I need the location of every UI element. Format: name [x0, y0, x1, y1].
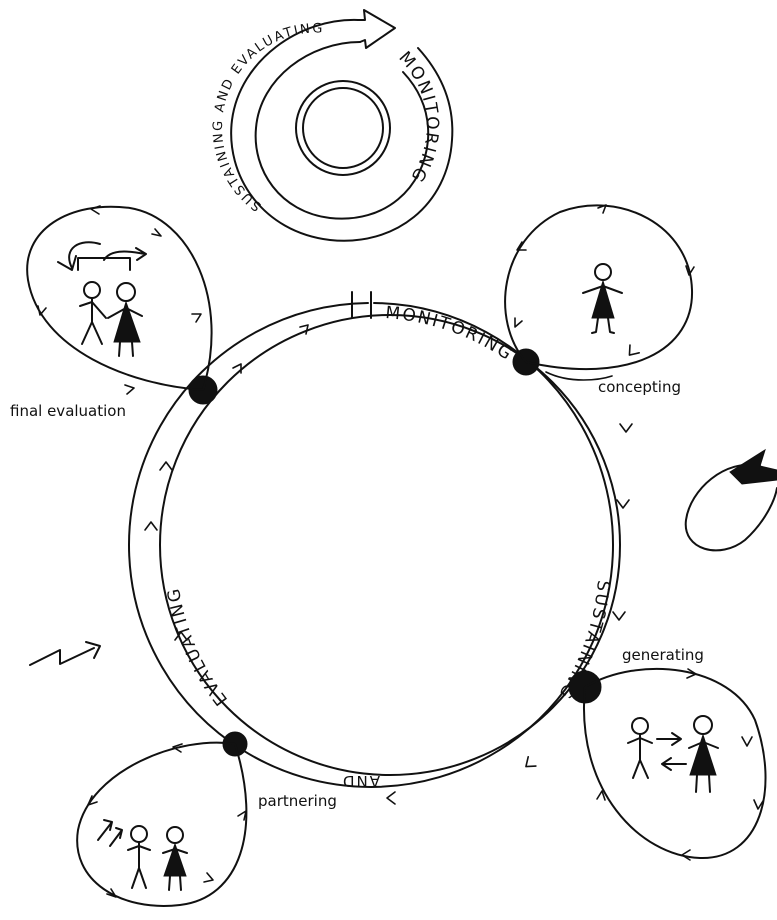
figure-head: [167, 827, 183, 843]
ring-arrow-4: [613, 612, 625, 620]
partial-loop-icon: [686, 450, 777, 550]
loop-partnering: [77, 743, 246, 906]
exchange-arrow-left: [662, 758, 686, 770]
figure-final-right: [108, 283, 142, 356]
figure-body: [80, 298, 106, 344]
emblem-center-ring-outer: [296, 81, 390, 175]
loop-final-evaluation: [27, 206, 211, 394]
label-and: AND: [341, 772, 380, 790]
ring-arrow-9: [160, 462, 172, 470]
figure-head: [595, 264, 611, 280]
label-generating: generating: [622, 646, 704, 664]
loop-final-evaluation-arrow-4: [38, 306, 46, 315]
loop-generating-arrow-4: [682, 850, 690, 860]
ring-arrow-3: [617, 500, 629, 508]
figure-body: [628, 734, 652, 778]
loop-concepting-arrow-4: [515, 318, 522, 327]
figure-generating-left: [628, 718, 652, 778]
figure-partnering-right: [163, 827, 187, 890]
loop-partnering-path: [77, 743, 246, 906]
loop-final-evaluation-arrow-2: [152, 229, 161, 236]
partial-loop-arrowhead: [730, 450, 777, 484]
emblem-arrow-head: [358, 10, 395, 48]
loop-generating-arrow-2: [742, 737, 752, 746]
loop-partnering-arrow-5: [238, 811, 246, 820]
label-monitoring: MONITORING: [384, 303, 516, 365]
exchange-arrow-right: [657, 733, 681, 745]
figure-partnering-left: [128, 826, 150, 888]
emblem-center-ring-inner: [303, 88, 383, 168]
figure-head: [117, 283, 135, 301]
figure-head: [84, 282, 100, 298]
figure-head: [694, 716, 712, 734]
figure-body: [128, 842, 150, 888]
ring-arrow-1: [625, 345, 639, 359]
figure-concepting: [583, 264, 622, 333]
ring-arrow-5: [522, 757, 536, 771]
label-concepting: concepting: [598, 378, 681, 396]
figure-final-left: [80, 282, 106, 344]
figure-generating-right: [689, 716, 718, 792]
label-final-evaluation: final evaluation: [10, 402, 126, 420]
ring-arrow-6: [387, 792, 395, 804]
emblem: SUSTAINING AND EVALUATING MONITORING: [211, 10, 453, 241]
figure-head: [632, 718, 648, 734]
motion-arrows: [98, 820, 122, 846]
lightning-arrow-icon: [30, 642, 100, 665]
loop-final-evaluation-arrow-5: [125, 385, 134, 394]
loop-generating: [584, 669, 766, 860]
ring-arrow-8: [145, 522, 157, 530]
figure-head: [131, 826, 147, 842]
label-partnering: partnering: [258, 792, 337, 810]
loop-final-evaluation-arrow-3: [192, 314, 201, 322]
emblem-outer-text: SUSTAINING AND EVALUATING: [211, 21, 325, 213]
ring-arrow-2: [620, 424, 632, 432]
label-evaluating: EVALUATING: [164, 585, 232, 709]
figure-legs: [592, 318, 614, 333]
loop-partnering-arrow-4: [204, 873, 213, 882]
